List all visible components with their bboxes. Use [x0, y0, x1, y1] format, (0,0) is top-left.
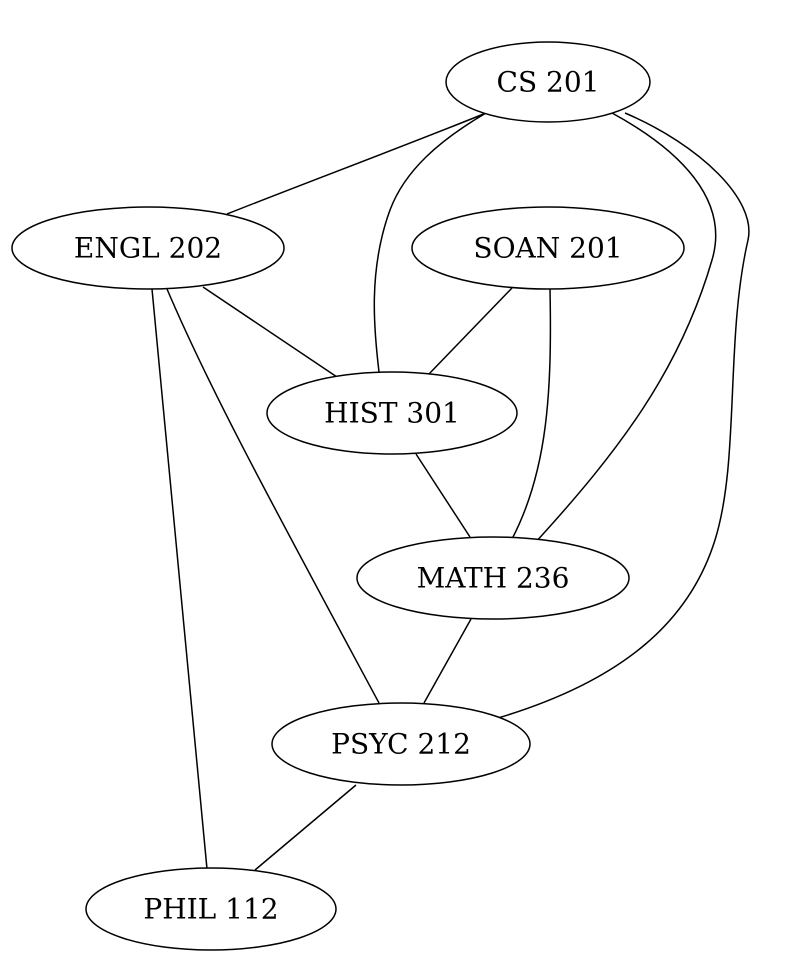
- node-cs201[interactable]: CS 201: [445, 41, 651, 123]
- node-soan201-label: SOAN 201: [473, 232, 622, 265]
- edges-layer: [151, 112, 750, 871]
- node-hist301-label: HIST 301: [324, 397, 460, 430]
- node-math236[interactable]: MATH 236: [356, 536, 630, 620]
- node-phil112-label: PHIL 112: [143, 893, 278, 926]
- edge-cs201-hist301: [373, 112, 487, 373]
- node-math236-label: MATH 236: [417, 562, 570, 595]
- edge-cs201-math236: [533, 112, 717, 545]
- node-psyc212[interactable]: PSYC 212: [271, 702, 531, 786]
- node-phil112[interactable]: PHIL 112: [85, 867, 337, 951]
- edge-cs201-psyc212: [497, 112, 750, 719]
- edge-hist301-math236: [415, 453, 471, 538]
- node-soan201[interactable]: SOAN 201: [411, 206, 685, 290]
- node-cs201-shape: [445, 41, 651, 123]
- node-hist301-shape: [266, 371, 518, 455]
- edge-soan201-math236: [511, 288, 552, 540]
- node-hist301[interactable]: HIST 301: [266, 371, 518, 455]
- nodes-layer: CS 201 ENGL 202 SOAN 201 HIST 301 MATH 2…: [11, 41, 685, 951]
- node-psyc212-label: PSYC 212: [331, 728, 471, 761]
- node-math236-shape: [356, 536, 630, 620]
- edge-engl202-phil112: [151, 288, 208, 870]
- node-engl202-shape: [11, 206, 285, 290]
- node-cs201-label: CS 201: [497, 66, 600, 99]
- node-engl202-label: ENGL 202: [74, 232, 222, 265]
- edge-psyc212-phil112: [254, 784, 357, 871]
- edge-cs201-engl202: [226, 112, 487, 215]
- node-engl202[interactable]: ENGL 202: [11, 206, 285, 290]
- node-psyc212-shape: [271, 702, 531, 786]
- node-phil112-shape: [85, 867, 337, 951]
- edge-engl202-hist301: [202, 286, 338, 378]
- node-soan201-shape: [411, 206, 685, 290]
- edge-soan201-hist301: [427, 287, 513, 376]
- edge-math236-psyc212: [423, 618, 472, 704]
- edge-engl202-psyc212: [166, 288, 380, 704]
